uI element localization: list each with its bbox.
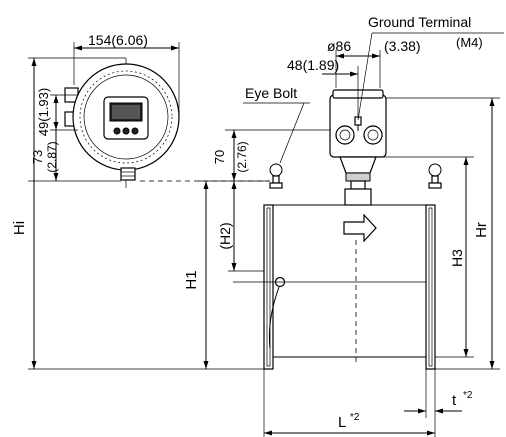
flow-direction-icon [343, 213, 377, 243]
flange-left [263, 204, 274, 370]
dia-86-label: ø86 [327, 38, 351, 54]
flowmeter-side-view [233, 89, 442, 370]
dimension-thickness: t *2 [404, 369, 473, 418]
dimension-hr: Hr [386, 97, 500, 370]
hr-label: Hr [473, 222, 490, 238]
dimension-48: 48(1.89) [287, 57, 359, 118]
dimension-h3: H3 [370, 156, 474, 358]
lcd-digits [112, 105, 140, 119]
dim-73-label: 73 [30, 150, 45, 164]
length-note-mark: *2 [350, 412, 360, 423]
dimension-width-154: 154(6.06) [73, 32, 180, 117]
eye-bolt-label: Eye Bolt [245, 85, 297, 101]
hi-label: Hi [11, 221, 28, 235]
dia-86-inch-label: (3.38) [384, 38, 421, 54]
transmitter-side-head [329, 89, 387, 206]
h1-label: H1 [183, 270, 200, 289]
ground-wire [268, 286, 280, 349]
dimension-h1: H1 [183, 180, 270, 369]
dim-70-label: 70 [212, 150, 227, 164]
flange-right [425, 204, 436, 370]
length-label: L [338, 414, 346, 431]
dim-70-inch-label: (2.76) [235, 141, 249, 172]
thickness-label: t [452, 392, 457, 409]
width-154-label: 154(6.06) [88, 32, 148, 48]
key-1-icon [113, 127, 121, 135]
eye-bolt-left [269, 163, 283, 189]
dimension-length: L *2 [263, 369, 436, 437]
key-3-icon [131, 127, 139, 135]
dimension-70: 70 (2.76) [212, 129, 330, 181]
dimension-hi: Hi [11, 57, 264, 370]
neck [120, 167, 136, 181]
key-2-icon [122, 127, 130, 135]
cover-inner-ring [83, 74, 169, 160]
dim-48-label: 48(1.89) [287, 57, 339, 73]
eye-bolt-right [428, 163, 442, 189]
ground-terminal-callout: Ground Terminal (M4) [357, 14, 504, 121]
dim-73-inch-label: (2.87) [45, 141, 59, 172]
dimension-dia-86: ø86 (3.38) [327, 38, 421, 88]
thickness-note-mark: *2 [463, 390, 473, 401]
dimension-h2: (H2) [217, 181, 264, 272]
h2-label: (H2) [217, 222, 233, 249]
dim-49-label: 49(1.93) [36, 88, 51, 136]
h3-label: H3 [449, 249, 465, 267]
cover-knurl-ring [79, 70, 173, 164]
eye-bolt-callout: Eye Bolt [243, 85, 310, 164]
transmitter-front-view [64, 58, 180, 188]
ground-terminal-label: Ground Terminal [368, 14, 471, 30]
ground-terminal-size-label: (M4) [456, 35, 483, 50]
